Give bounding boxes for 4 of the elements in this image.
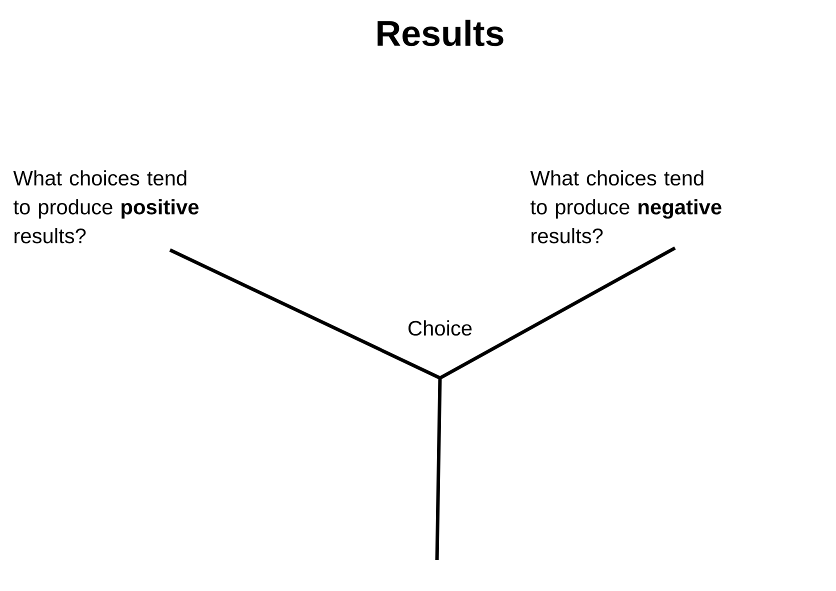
- question-text: What choices tend to produce negative results?: [530, 170, 722, 244]
- title: Results: [378, 20, 504, 46]
- question-text: What choices tend to produce positive results?: [13, 170, 199, 244]
- center-label: Choice: [408, 320, 472, 336]
